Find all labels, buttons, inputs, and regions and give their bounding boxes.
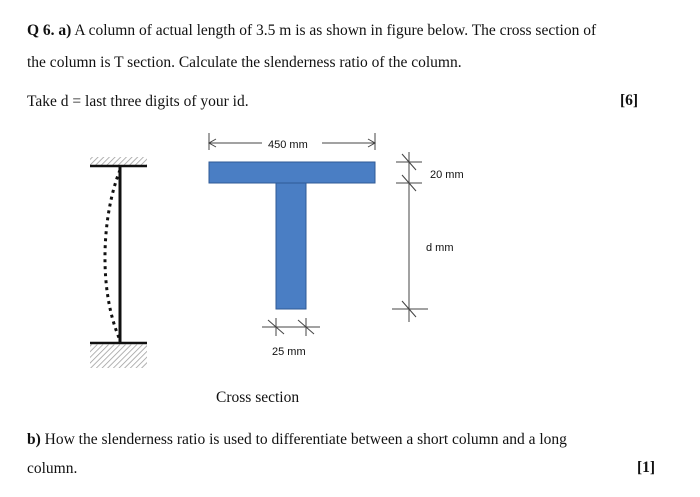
part-b-line-2: column. (27, 460, 78, 477)
question-line-1: Q 6. a) A column of actual length of 3.5… (27, 21, 596, 41)
question-line-2: the column is T section. Calculate the s… (27, 54, 462, 71)
t-web (275, 182, 307, 310)
part-b-line-1: b) How the slenderness ratio is used to … (27, 430, 567, 450)
web-depth-label: d mm (426, 242, 454, 254)
figure-caption: Cross section (216, 389, 300, 406)
bottom-support (90, 341, 147, 368)
flange-width-dimension (207, 133, 377, 150)
question-line-3: Take d = last three digits of your id. (27, 93, 249, 110)
flange-thickness-label: 20 mm (430, 169, 464, 181)
question-text-1: A column of actual length of 3.5 m is as… (74, 22, 597, 39)
height-dimension (392, 152, 428, 322)
question-label: Q 6. a) (27, 22, 72, 39)
part-b-label: b) (27, 431, 41, 448)
buckled-shape (103, 169, 122, 341)
marks-part-a: [6] (620, 92, 639, 109)
part-b-text-1: How the slenderness ratio is used to dif… (44, 431, 567, 448)
flange-width-label: 450 mm (268, 139, 308, 151)
web-width-label: 25 mm (272, 346, 306, 358)
t-flange (208, 161, 376, 184)
top-support (90, 157, 147, 168)
web-width-dimension (262, 318, 320, 336)
marks-part-b: [1] (637, 459, 656, 476)
